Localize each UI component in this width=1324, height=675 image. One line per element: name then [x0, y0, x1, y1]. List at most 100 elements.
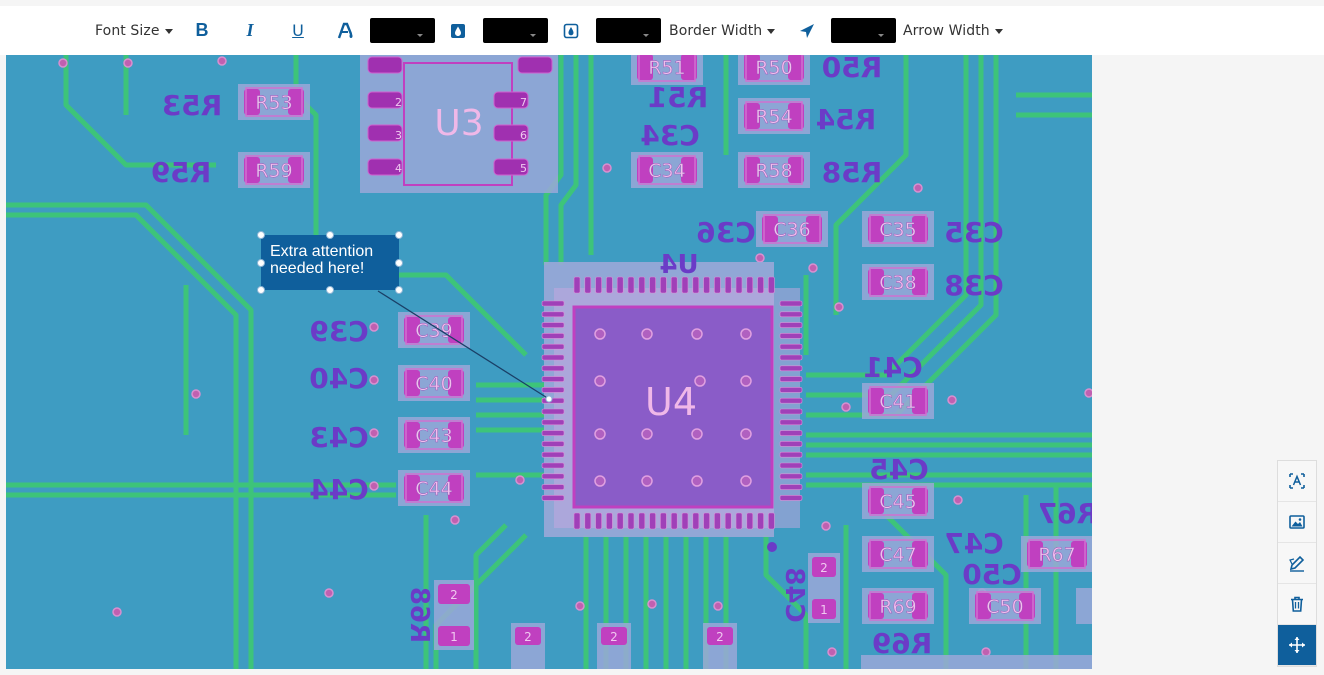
- component-pad: [244, 157, 260, 183]
- border-width-dropdown[interactable]: Border Width: [669, 6, 776, 55]
- resize-handle-b[interactable]: [326, 286, 334, 294]
- component-silk-label: C47: [944, 527, 1004, 560]
- border-color-button[interactable]: [559, 6, 583, 55]
- component-outline: [405, 473, 463, 503]
- u4-pin: [779, 473, 803, 480]
- arrow-width-dropdown[interactable]: Arrow Width: [903, 6, 1003, 55]
- u4-pin: [541, 451, 565, 458]
- border-width-label: Border Width: [669, 22, 763, 39]
- u4-pin: [681, 512, 689, 530]
- annotation-callout[interactable]: Extra attention needed here!: [261, 235, 399, 290]
- u4-pin: [541, 387, 565, 393]
- component-pad-label: C50: [986, 596, 1023, 618]
- annotation-arrow: [377, 290, 550, 400]
- ic-u3: U3 2 3 4 7 6 5: [360, 55, 558, 193]
- component-body-partial: [861, 655, 1092, 669]
- border-color-swatch[interactable]: [596, 18, 661, 43]
- component-pad: [404, 370, 420, 396]
- arrow-color-button[interactable]: [795, 6, 819, 55]
- font-size-dropdown[interactable]: Font Size: [95, 6, 173, 55]
- fill-drop-icon: [451, 23, 465, 38]
- component-outline: [869, 386, 927, 416]
- component-outline: [745, 155, 803, 185]
- component-pad: [515, 627, 541, 645]
- component-silk-label: C36: [696, 216, 756, 249]
- component-outline: [1028, 539, 1086, 569]
- component-silk-label: C41: [863, 351, 923, 384]
- u4-pin: [595, 512, 602, 530]
- component-silk-label: R59: [151, 156, 212, 189]
- pad-number-label: 1: [450, 630, 458, 644]
- component-silk-label: C40: [309, 362, 369, 395]
- bold-button[interactable]: B: [190, 6, 214, 55]
- component-silk-label: R58: [822, 156, 883, 189]
- u3-pin-label: 7: [520, 96, 527, 109]
- u4-pin: [703, 512, 710, 530]
- edit-tool-button[interactable]: [1278, 543, 1316, 584]
- arrow-color-swatch[interactable]: [831, 18, 896, 43]
- component-pad-label: C47: [879, 544, 916, 566]
- component-pad: [448, 370, 464, 396]
- component-pad: [975, 593, 991, 619]
- component-pad-label: C34: [648, 160, 685, 182]
- u4-pin: [541, 343, 565, 350]
- resize-handle-tl[interactable]: [257, 231, 265, 239]
- font-color-icon: [337, 22, 353, 38]
- font-color-button[interactable]: [334, 6, 358, 55]
- component-pad-label: C35: [879, 219, 916, 241]
- resize-handle-t[interactable]: [326, 231, 334, 239]
- u4-pin: [541, 397, 565, 404]
- component-pad: [448, 422, 464, 448]
- annotation-line-2: needed here!: [270, 260, 365, 277]
- u4-pin: [735, 276, 743, 294]
- u4-label: U4: [645, 380, 697, 424]
- u3-pin-label: 2: [395, 96, 402, 109]
- u4-pin: [724, 276, 732, 294]
- resize-handle-l[interactable]: [257, 259, 265, 267]
- u4-pin: [541, 484, 565, 490]
- component-pad: [744, 55, 760, 80]
- u4-pin: [757, 512, 764, 530]
- u4-pin: [692, 276, 700, 294]
- component-pad: [788, 103, 804, 129]
- component-pad: [912, 593, 928, 619]
- text-tool-button[interactable]: [1278, 461, 1316, 502]
- component-pad-label: C45: [879, 491, 916, 513]
- resize-handle-r[interactable]: [395, 259, 403, 267]
- component-outline: [745, 55, 803, 82]
- fill-color-swatch[interactable]: [483, 18, 548, 43]
- component-outline: [745, 101, 803, 131]
- trash-icon: [1291, 596, 1303, 612]
- resize-handle-br[interactable]: [395, 286, 403, 294]
- image-tool-button[interactable]: [1278, 502, 1316, 543]
- fill-color-button[interactable]: [446, 6, 470, 55]
- u4-pin: [779, 451, 803, 458]
- u4-pin: [541, 333, 565, 339]
- component-pad: [288, 157, 304, 183]
- component-body-partial: [1076, 588, 1092, 624]
- component-pad: [744, 103, 760, 129]
- resize-handle-bl[interactable]: [257, 286, 265, 294]
- component-r67: R67R67: [1021, 497, 1092, 572]
- u4-pin: [670, 276, 678, 294]
- pad-number-label: 2: [524, 630, 532, 644]
- arrow-end-handle[interactable]: [545, 395, 553, 403]
- component-pad-label: R59: [255, 160, 292, 182]
- delete-tool-button[interactable]: [1278, 584, 1316, 625]
- component-pad-label: C36: [773, 219, 810, 241]
- move-tool-button[interactable]: [1278, 625, 1316, 666]
- u4-pin: [670, 512, 678, 530]
- u4-pin: [779, 300, 803, 307]
- font-color-swatch[interactable]: [370, 18, 435, 43]
- resize-handle-tr[interactable]: [395, 231, 403, 239]
- italic-button[interactable]: I: [238, 6, 262, 55]
- u4-pin: [779, 365, 803, 372]
- underline-button[interactable]: U: [286, 6, 310, 55]
- component-pad-label: R58: [755, 160, 792, 182]
- u4-pin: [541, 473, 565, 480]
